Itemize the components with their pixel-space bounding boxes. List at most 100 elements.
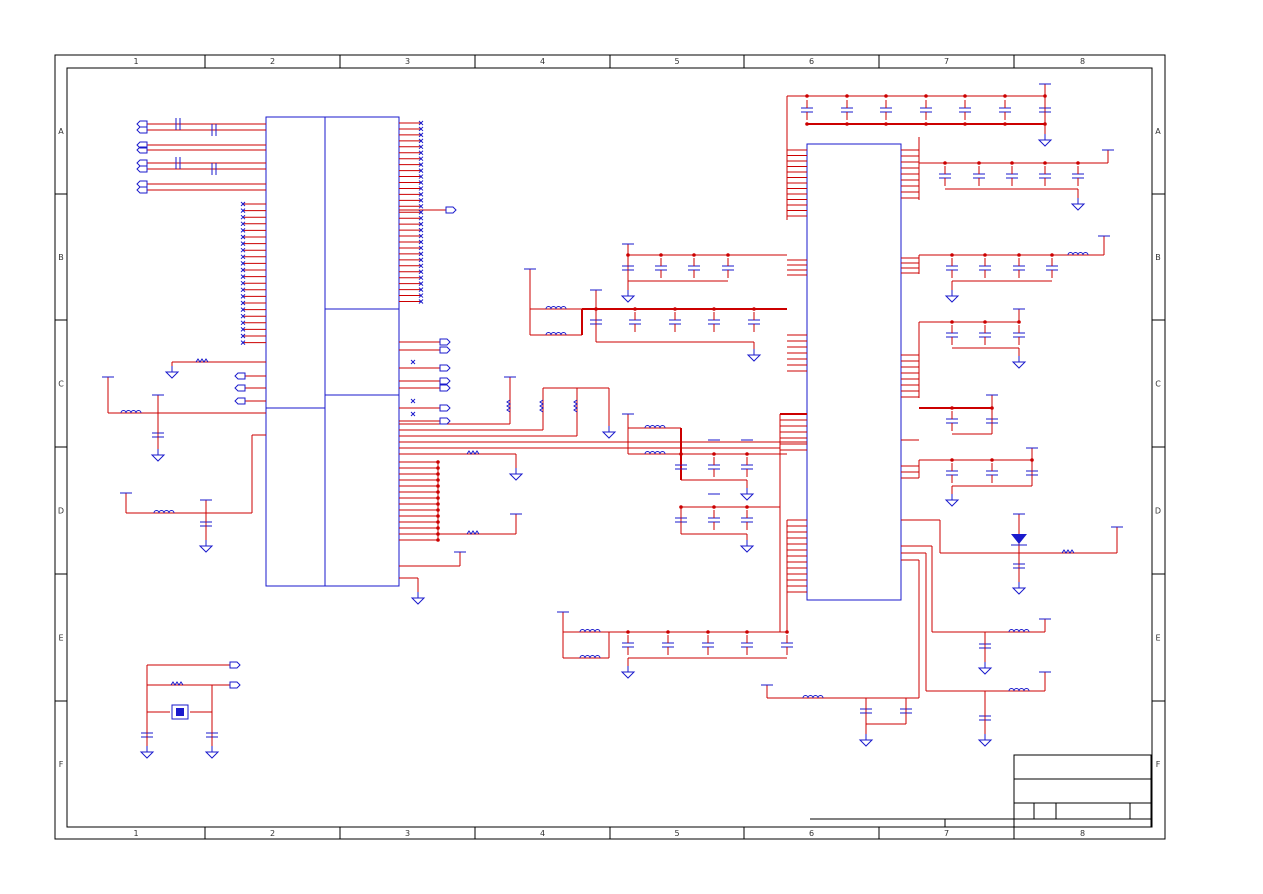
offpage-connector[interactable] xyxy=(439,417,451,425)
capacitor-symbol[interactable] xyxy=(200,514,212,534)
offpage-connector[interactable] xyxy=(136,159,148,167)
capacitor-symbol[interactable] xyxy=(920,100,932,120)
inductor-symbol[interactable] xyxy=(579,655,601,659)
capacitor-symbol[interactable] xyxy=(781,635,793,655)
capacitor-symbol[interactable] xyxy=(1072,166,1084,186)
capacitor-symbol[interactable] xyxy=(211,124,217,136)
resistor-symbol[interactable] xyxy=(573,399,578,413)
capacitor-symbol[interactable] xyxy=(979,636,991,656)
capacitor-symbol[interactable] xyxy=(655,258,667,278)
diode-symbol[interactable] xyxy=(1011,534,1027,546)
offpage-connector[interactable] xyxy=(439,404,451,412)
capacitor-symbol[interactable] xyxy=(741,635,753,655)
offpage-connector[interactable] xyxy=(229,661,241,669)
capacitor-symbol[interactable] xyxy=(622,258,634,278)
inductor-symbol[interactable] xyxy=(545,306,567,310)
offpage-connector[interactable] xyxy=(136,186,148,194)
capacitor-symbol[interactable] xyxy=(152,425,164,445)
capacitor-symbol[interactable] xyxy=(708,457,720,477)
capacitor-symbol[interactable] xyxy=(999,100,1011,120)
offpage-connector[interactable] xyxy=(136,126,148,134)
offpage-connector[interactable] xyxy=(234,372,246,380)
capacitor-symbol[interactable] xyxy=(979,258,991,278)
resistor-symbol[interactable] xyxy=(539,399,544,413)
offpage-connector[interactable] xyxy=(136,120,148,128)
capacitor-symbol[interactable] xyxy=(860,701,872,721)
capacitor-symbol[interactable] xyxy=(939,166,951,186)
capacitor-symbol[interactable] xyxy=(979,325,991,345)
capacitor-symbol[interactable] xyxy=(175,118,181,130)
capacitor-symbol[interactable] xyxy=(841,100,853,120)
capacitor-symbol[interactable] xyxy=(900,701,912,721)
inductor-symbol[interactable] xyxy=(802,695,824,699)
offpage-connector[interactable] xyxy=(439,377,451,385)
capacitor-symbol[interactable] xyxy=(590,312,602,332)
capacitor-symbol[interactable] xyxy=(175,157,181,169)
capacitor-symbol[interactable] xyxy=(662,635,674,655)
capacitor-symbol[interactable] xyxy=(675,510,687,530)
resistor-symbol[interactable] xyxy=(466,530,480,535)
offpage-connector[interactable] xyxy=(229,681,241,689)
offpage-connector[interactable] xyxy=(439,364,451,372)
capacitor-symbol[interactable] xyxy=(629,312,641,332)
crystal-symbol[interactable] xyxy=(171,704,189,720)
offpage-connector[interactable] xyxy=(439,338,451,346)
capacitor-symbol[interactable] xyxy=(1013,325,1025,345)
capacitor-symbol[interactable] xyxy=(708,510,720,530)
capacitor-symbol[interactable] xyxy=(622,635,634,655)
offpage-connector[interactable] xyxy=(136,165,148,173)
inductor-symbol[interactable] xyxy=(120,410,142,414)
ic-block-right[interactable] xyxy=(806,143,902,601)
ic-block-left[interactable] xyxy=(265,116,400,587)
capacitor-symbol[interactable] xyxy=(141,725,153,745)
resistor-symbol[interactable] xyxy=(1061,549,1075,554)
capacitor-symbol[interactable] xyxy=(211,163,217,175)
capacitor-symbol[interactable] xyxy=(1006,166,1018,186)
resistor-symbol[interactable] xyxy=(506,399,511,413)
capacitor-symbol[interactable] xyxy=(986,463,998,483)
offpage-connector[interactable] xyxy=(445,206,457,214)
capacitor-symbol[interactable] xyxy=(669,312,681,332)
inductor-symbol[interactable] xyxy=(153,510,175,514)
inductor-symbol[interactable] xyxy=(644,425,666,429)
resistor-symbol[interactable] xyxy=(195,358,209,363)
capacitor-symbol[interactable] xyxy=(206,725,218,745)
inductor-symbol[interactable] xyxy=(644,451,666,455)
resistor-symbol[interactable] xyxy=(466,450,480,455)
capacitor-symbol[interactable] xyxy=(801,100,813,120)
capacitor-symbol[interactable] xyxy=(675,457,687,477)
capacitor-symbol[interactable] xyxy=(946,463,958,483)
capacitor-symbol[interactable] xyxy=(708,312,720,332)
offpage-connector[interactable] xyxy=(234,397,246,405)
inductor-symbol[interactable] xyxy=(579,629,601,633)
inductor-symbol[interactable] xyxy=(1008,629,1030,633)
capacitor-symbol[interactable] xyxy=(1039,100,1051,120)
offpage-connector[interactable] xyxy=(439,346,451,354)
capacitor-symbol[interactable] xyxy=(1013,258,1025,278)
inductor-symbol[interactable] xyxy=(545,332,567,336)
capacitor-symbol[interactable] xyxy=(1039,166,1051,186)
offpage-connector[interactable] xyxy=(136,146,148,154)
capacitor-symbol[interactable] xyxy=(973,166,985,186)
capacitor-symbol[interactable] xyxy=(741,457,753,477)
capacitor-symbol[interactable] xyxy=(959,100,971,120)
capacitor-symbol[interactable] xyxy=(748,312,760,332)
capacitor-symbol[interactable] xyxy=(1026,463,1038,483)
inductor-symbol[interactable] xyxy=(1067,252,1089,256)
capacitor-symbol[interactable] xyxy=(946,325,958,345)
inductor-symbol[interactable] xyxy=(1008,688,1030,692)
offpage-connector[interactable] xyxy=(439,384,451,392)
offpage-connector[interactable] xyxy=(234,384,246,392)
capacitor-symbol[interactable] xyxy=(880,100,892,120)
capacitor-symbol[interactable] xyxy=(946,258,958,278)
capacitor-symbol[interactable] xyxy=(702,635,714,655)
resistor-symbol[interactable] xyxy=(170,681,184,686)
capacitor-symbol[interactable] xyxy=(946,411,958,431)
capacitor-symbol[interactable] xyxy=(1046,258,1058,278)
capacitor-symbol[interactable] xyxy=(722,258,734,278)
capacitor-symbol[interactable] xyxy=(688,258,700,278)
capacitor-symbol[interactable] xyxy=(979,708,991,728)
capacitor-symbol[interactable] xyxy=(986,411,998,431)
offpage-connector[interactable] xyxy=(136,180,148,188)
capacitor-symbol[interactable] xyxy=(1013,556,1025,576)
